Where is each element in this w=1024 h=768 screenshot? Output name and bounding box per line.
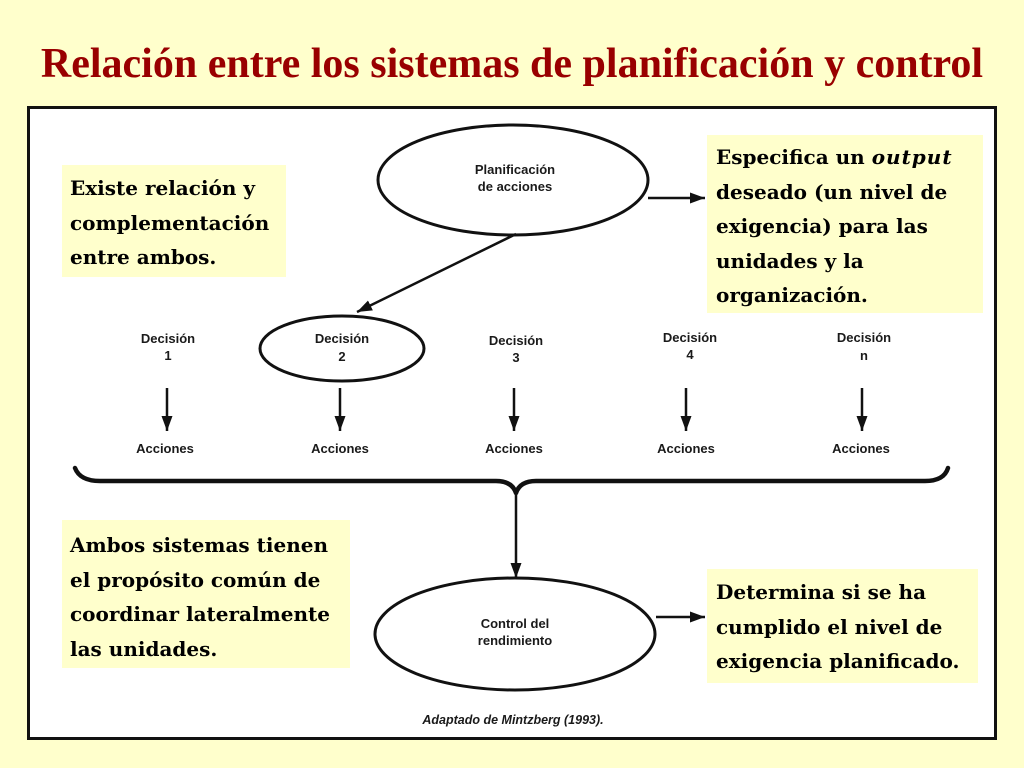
callout-line: Existe relación y	[70, 176, 256, 200]
decision-label: Decisión	[837, 330, 891, 345]
callout-line: cumplido el nivel de	[716, 614, 943, 639]
decision-label: Decisión	[315, 331, 369, 346]
callout-line: organización.	[716, 283, 868, 307]
action-label: Acciones	[311, 441, 369, 456]
action-label: Acciones	[832, 441, 890, 456]
decision-index: 2	[338, 349, 345, 364]
callout-line: entre ambos.	[70, 245, 217, 269]
control-node-ellipse	[373, 576, 657, 692]
actions-grouping-brace	[72, 465, 951, 496]
action-label: Acciones	[136, 441, 194, 456]
control-node-label: rendimiento	[478, 633, 552, 648]
decision-index: n	[860, 348, 868, 363]
planning-node-label: de acciones	[478, 179, 552, 194]
callout-line: Determina si se ha	[716, 580, 927, 604]
decision-label: Decisión	[663, 330, 717, 345]
decision-index: 3	[512, 350, 519, 365]
callout-line: deseado (un nivel de	[716, 179, 948, 204]
performance-check-callout: Determina si se ha cumplido el nivel de …	[707, 569, 978, 683]
decision-label: Decisión	[489, 333, 543, 348]
callout-line: complementación	[70, 210, 270, 235]
output-spec-callout: Especifica un output deseado (un nivel d…	[707, 135, 983, 313]
control-node-label: Control del	[481, 616, 550, 631]
callout-line: las unidades.	[70, 636, 218, 661]
decision-index: 1	[164, 348, 171, 363]
decision-label: Decisión	[141, 331, 195, 346]
common-purpose-callout: Ambos sistemas tienen el propósito común…	[62, 520, 350, 668]
arrow-planning-to-decision-2	[356, 232, 517, 314]
slide-title: Relación entre los sistemas de planifica…	[40, 41, 984, 87]
planning-node-label: Planificación	[475, 162, 555, 177]
action-label: Acciones	[485, 441, 543, 456]
callout-line: unidades y la	[716, 248, 864, 273]
relationship-callout: Existe relación y complementación entre …	[62, 165, 286, 277]
callout-line: el propósito común de	[70, 567, 321, 592]
source-note: Adaptado de Mintzberg (1993).	[421, 713, 603, 727]
callout-line: Especifica un output	[716, 140, 983, 175]
callout-line: exigencia) para las	[716, 214, 928, 238]
callout-line: exigencia planificado.	[716, 649, 960, 673]
decision-index: 4	[686, 347, 694, 362]
action-label: Acciones	[657, 441, 715, 456]
callout-line: Ambos sistemas tienen	[70, 533, 329, 557]
output-callout-lead-text: Especifica un	[716, 145, 865, 169]
callout-line: coordinar lateralmente	[70, 602, 330, 626]
decision-2-ellipse	[258, 314, 426, 383]
output-callout-emphasis: output	[871, 145, 953, 169]
